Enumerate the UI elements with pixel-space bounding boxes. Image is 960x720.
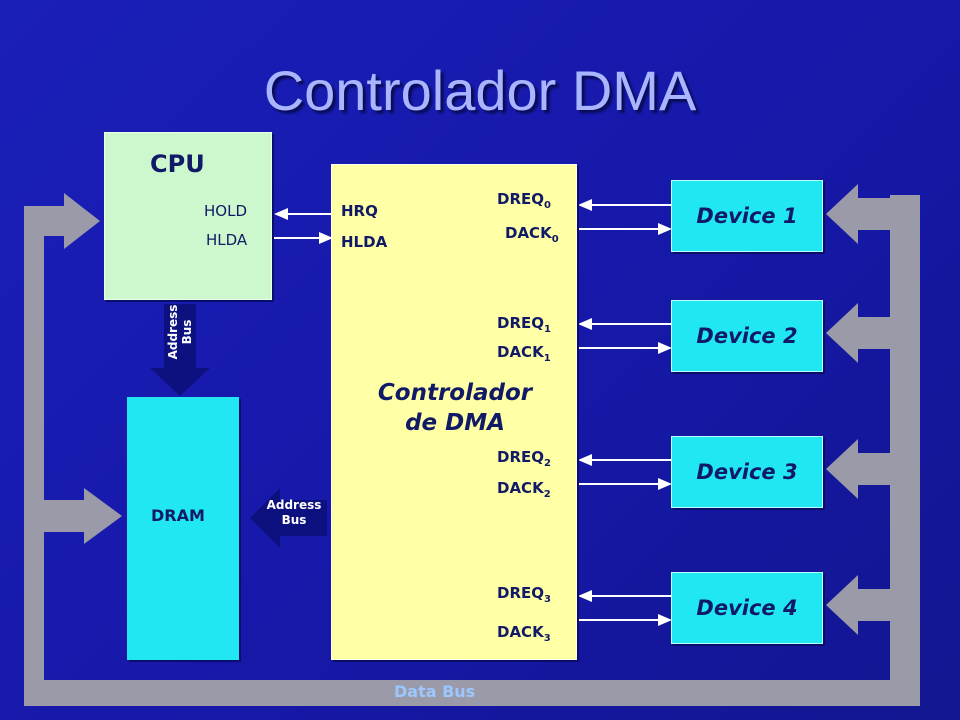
device-1-box: Device 1: [671, 180, 823, 252]
dreq-1-label: DREQ1: [497, 314, 551, 335]
data-bus-arrow-device-4: [826, 575, 890, 635]
data-bus-right-rail: [890, 195, 920, 706]
device-3-box: Device 3: [671, 436, 823, 508]
dram-label: DRAM: [151, 506, 205, 525]
dreq-0-label: DREQ0: [497, 190, 551, 211]
dma-title-line-1: Controlador: [377, 380, 533, 406]
data-bus-arrow-dram: [44, 488, 122, 544]
address-bus-dram-arrow: [250, 488, 327, 548]
dram-box: [127, 397, 239, 660]
data-bus-arrow-device-3: [826, 439, 890, 499]
data-bus-label: Data Bus: [394, 682, 476, 701]
device-2-box: Device 2: [671, 300, 823, 372]
address-bus-cpu-label: Address Bus: [166, 304, 194, 360]
dack-3-label: DACK3: [497, 623, 551, 644]
data-bus-arrow-cpu: [44, 193, 100, 249]
data-bus-left-rail: [24, 206, 44, 706]
data-bus-arrow-device-2: [826, 303, 890, 363]
cpu-hold-label: HOLD: [204, 202, 247, 220]
dma-hrq-label: HRQ: [341, 202, 378, 220]
dack-2-label: DACK2: [497, 479, 551, 500]
page-title: Controlador DMA: [263, 59, 697, 122]
dma-controller-box: [331, 164, 577, 660]
cpu-box: [104, 132, 272, 300]
data-bus-arrow-device-1: [826, 184, 890, 244]
hold-arrow-head: [274, 208, 288, 220]
dreq-2-label: DREQ2: [497, 448, 551, 469]
cpu-label: CPU: [150, 150, 205, 178]
dreq-3-label: DREQ3: [497, 584, 551, 605]
cpu-hlda-label: HLDA: [206, 231, 248, 249]
device-4-box: Device 4: [671, 572, 823, 644]
data-bus-bottom-rail: [24, 680, 920, 706]
dack-1-label: DACK1: [497, 343, 551, 364]
hlda-arrow-head: [319, 232, 333, 244]
dack-0-label: DACK0: [505, 224, 559, 245]
address-bus-cpu-arrow: [150, 304, 210, 396]
dma-hlda-label: HLDA: [341, 233, 388, 251]
address-bus-dram-label: Address Bus: [266, 498, 322, 527]
dma-title-line-2: de DMA: [405, 410, 505, 436]
dma-controller-title: Controlador de DMA: [355, 378, 555, 438]
